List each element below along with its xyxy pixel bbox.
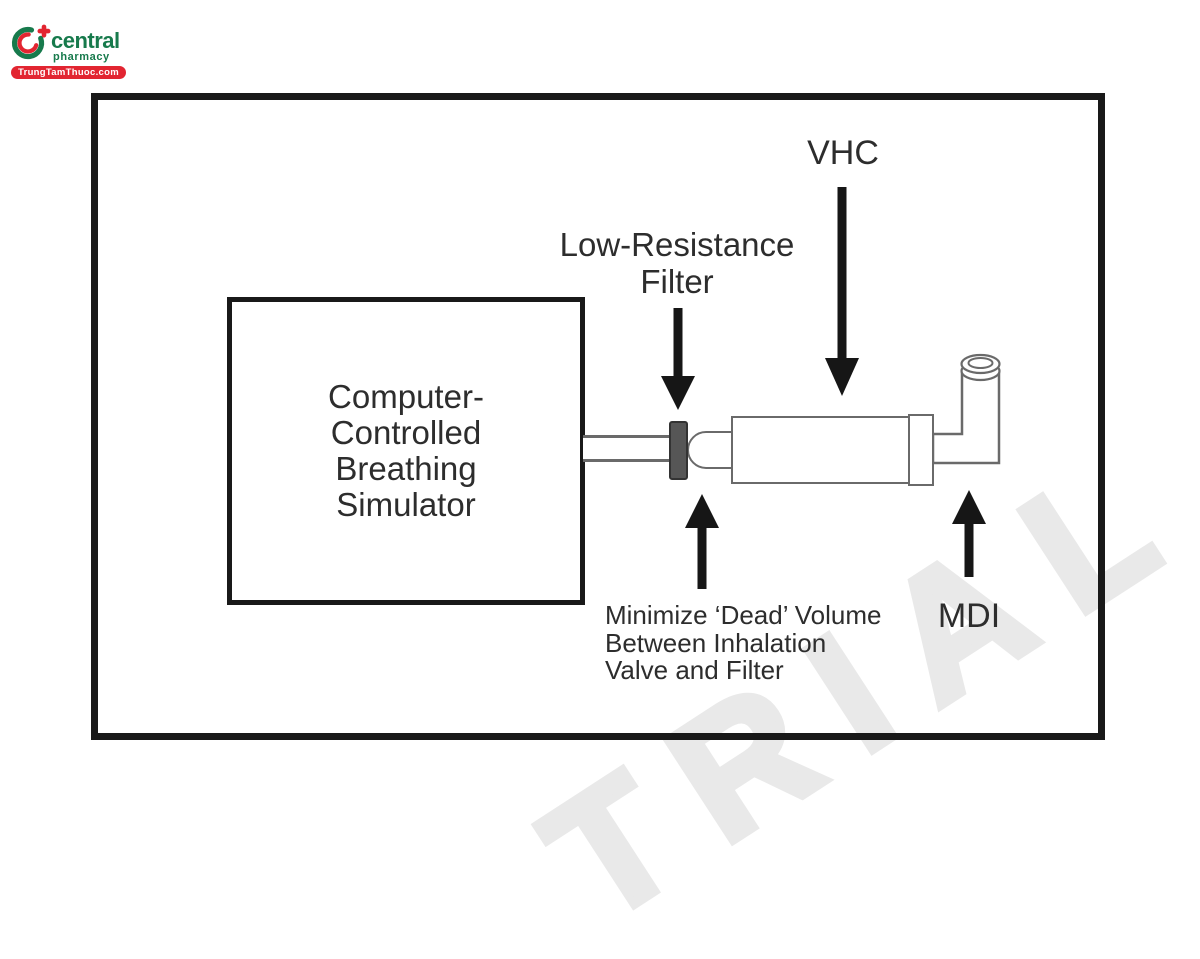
- filter-label-line-1: Low-Resistance: [559, 226, 795, 263]
- low-resistance-filter-shape: [669, 421, 688, 480]
- breathing-simulator-box: Computer- Controlled Breathing Simulator: [227, 297, 585, 605]
- logo-c-red-arc: [17, 32, 39, 54]
- dead-volume-note: Minimize ‘Dead’ Volume Between Inhalatio…: [605, 600, 882, 685]
- logo-c-green-arc: [11, 26, 45, 60]
- pharmacy-logo: central pharmacy TrungTamThuoc.com: [0, 0, 140, 90]
- pharmacy-logo-icon: [11, 24, 51, 60]
- logo-tagline-text: pharmacy: [53, 51, 110, 63]
- vhc-end-cap-shape: [908, 414, 934, 486]
- simulator-label-line-3: Breathing: [335, 450, 477, 487]
- vhc-chamber-shape: [731, 416, 911, 484]
- elbow-shape: [931, 369, 1001, 465]
- simulator-label-line-4: Simulator: [336, 486, 476, 523]
- logo-domain-badge: TrungTamThuoc.com: [11, 66, 126, 79]
- filter-label-line-2: Filter: [640, 263, 714, 300]
- vhc-label: VHC: [807, 134, 879, 172]
- mdi-canister-shape: [960, 353, 1001, 382]
- inhalation-valve-shape: [687, 431, 734, 469]
- logo-brand-text: central: [51, 28, 120, 53]
- simulator-label-line-1: Computer-: [328, 378, 484, 415]
- connecting-tube: [583, 435, 671, 462]
- dead-volume-note-line-2: Between Inhalation: [605, 627, 827, 658]
- dead-volume-note-line-1: Minimize ‘Dead’ Volume: [605, 600, 882, 630]
- mdi-label: MDI: [937, 597, 1001, 635]
- simulator-label-line-2: Controlled: [330, 414, 482, 451]
- mdi-adapter: [931, 353, 1001, 465]
- logo-plus-icon: [37, 24, 51, 38]
- low-resistance-filter-label: Low-Resistance Filter: [545, 226, 809, 300]
- figure-frame: [91, 93, 1105, 740]
- dead-volume-note-line-3: Valve and Filter: [605, 655, 784, 685]
